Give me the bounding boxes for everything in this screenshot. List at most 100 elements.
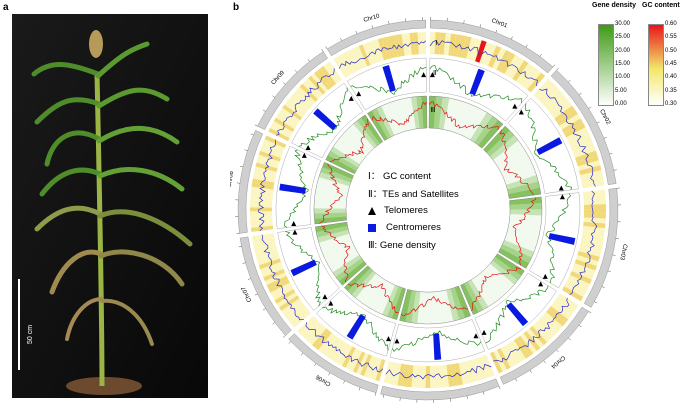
centromere-bar (315, 109, 336, 129)
gc-heat-segment (545, 309, 566, 327)
te-satellite-line (298, 87, 348, 147)
gc-heat-segment (358, 44, 371, 67)
gene-density-segment (498, 248, 529, 269)
gene-density-segment (333, 142, 362, 165)
gene-density-segment (461, 106, 481, 138)
gc-heat-segment (366, 41, 378, 64)
gene-density-segment (509, 209, 542, 216)
gene-density-segment (318, 233, 351, 248)
telomere-marker (559, 194, 565, 200)
gene-density-segment (347, 268, 374, 295)
gc-heat-segment (551, 101, 573, 119)
gene-density-segment (504, 168, 537, 185)
position-tick (247, 278, 251, 280)
gene-density-segment (437, 290, 448, 324)
centromere-bar (549, 233, 576, 241)
gc-heat-segment (540, 314, 560, 334)
position-tick (594, 301, 598, 304)
position-tick (288, 341, 292, 344)
gc-heat-segment (256, 251, 279, 262)
gene-density-segment (446, 288, 460, 322)
gc-content-line (385, 364, 492, 380)
gc-heat-segment (474, 357, 486, 380)
telomere-marker (542, 273, 548, 279)
track-marker-i: Ⅰ (435, 39, 437, 47)
gc-heat-segment (425, 365, 431, 388)
gc-content-line (539, 88, 596, 187)
centromere-bar (473, 70, 485, 96)
gene-density-segment (495, 145, 526, 168)
scale-bar-label: 50 cm (27, 324, 34, 344)
gene-density-segment (448, 99, 463, 132)
chromosome-band (380, 378, 500, 401)
gc-content-inner-line (318, 163, 344, 224)
gene-density-segment (504, 235, 537, 252)
position-tick (556, 67, 559, 71)
legend-tick: 0.60 (665, 21, 677, 27)
gc-heat-segment (300, 318, 319, 337)
gc-heat-segment (429, 365, 435, 388)
legend-tick: 25.00 (615, 34, 631, 41)
gc-heat-segment (297, 86, 316, 105)
telomere-marker (322, 294, 328, 300)
legend-tick: 10.00 (615, 74, 631, 81)
gene-density-segment (417, 291, 425, 324)
gene-density-segment (328, 150, 358, 171)
gc-content-line (305, 322, 384, 373)
gc-heat-segment (294, 89, 314, 107)
gene-density-band (428, 95, 504, 149)
centromere-bar (472, 69, 484, 95)
gc-heat-segment (466, 360, 477, 383)
gene-density-segment (314, 212, 347, 219)
gc-heat-segment (573, 263, 596, 276)
telomere-marker (481, 329, 487, 335)
gc-heat-segment (413, 32, 419, 55)
centromere-bar (292, 263, 317, 277)
position-tick (382, 394, 385, 398)
gc-heat-segment (318, 332, 335, 353)
gene-density-segment (452, 101, 469, 134)
track-marker-iii: Ⅲ (430, 106, 435, 114)
gc-heat-segment (434, 365, 440, 388)
legend-tes-satellites: Ⅱ：TEs and Satellites (368, 189, 459, 200)
gene-density-segment (315, 222, 348, 233)
gene-density-segment (372, 281, 392, 313)
centromere-bar (548, 236, 575, 244)
gc-heat-segment (340, 53, 355, 75)
centromere-bar (314, 110, 336, 129)
centromere-bar (292, 262, 317, 276)
gc-heat-segment (439, 32, 446, 55)
te-satellite-line (391, 330, 482, 352)
gc-heat-segment (583, 208, 606, 214)
gc-heat-segment (508, 57, 525, 79)
gc-heat-segment (457, 35, 467, 58)
gc-heat-segment (256, 158, 279, 169)
position-tick (272, 95, 276, 98)
gene-density-segment (335, 258, 364, 282)
chromosome-band (499, 306, 590, 385)
chromosome-label: Chr02 (598, 109, 611, 127)
gc-heat-segment (315, 330, 332, 351)
centromere-marker-icon (368, 223, 376, 232)
centromere-bar (279, 186, 306, 192)
telomere-marker (558, 185, 564, 191)
gc-heat-segment (331, 341, 347, 362)
centromere-bar (349, 315, 365, 339)
gc-heat-segment (337, 54, 352, 76)
gc-heat-segment (583, 204, 606, 210)
gene-density-segment (345, 127, 372, 154)
chromosome-label: Chr08 (230, 170, 235, 188)
gc-heat-segment (583, 194, 606, 201)
gc-heat-segment (489, 351, 503, 374)
centromere-bar (386, 65, 396, 91)
gc-heat-segment (458, 362, 468, 385)
gc-heat-segment (510, 340, 526, 362)
gene-density-segment (316, 225, 349, 238)
gene-density-segment (502, 162, 535, 181)
telomere-marker (292, 229, 298, 235)
gene-density-segment (399, 289, 412, 322)
gc-content-inner-line (321, 225, 351, 283)
gc-heat-segment (566, 127, 588, 142)
gc-heat-segment (288, 307, 309, 325)
gc-heat-segment (500, 52, 516, 75)
